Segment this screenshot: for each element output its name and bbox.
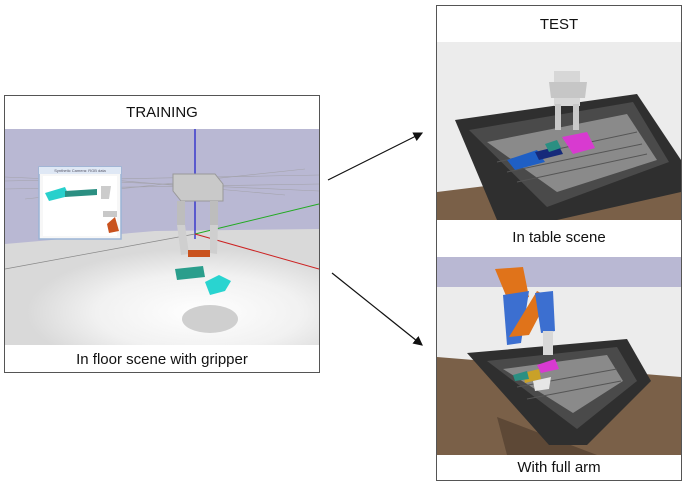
floor-scene-image: Synthetic Camera: RGB data — [5, 129, 319, 345]
table-scene-caption: In table scene — [512, 229, 606, 246]
test-title: TEST — [539, 16, 579, 33]
full-arm-image — [437, 257, 681, 455]
arrow-to-test-bottom — [331, 272, 423, 346]
test-panel: TEST In table scene — [436, 5, 682, 481]
full-arm-caption: With full arm — [517, 459, 601, 476]
table-scene-image — [437, 42, 681, 220]
training-title: TRAINING — [126, 104, 198, 121]
arrow-to-test-top — [327, 132, 424, 181]
training-caption: In floor scene with gripper — [76, 351, 248, 368]
inset-camera-label: Synthetic Camera: RGB data — [54, 168, 106, 173]
training-panel: TRAINING — [4, 95, 320, 373]
